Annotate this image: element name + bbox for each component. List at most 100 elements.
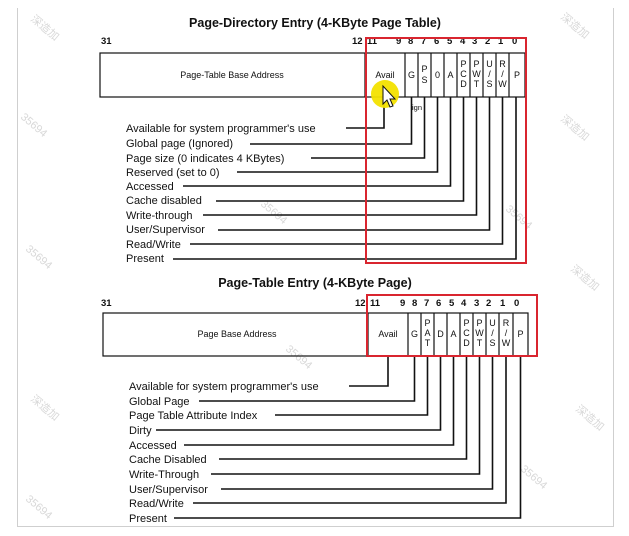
pte-label-user-supervisor: User/Supervisor xyxy=(129,484,208,496)
pte-avail: Avail xyxy=(378,329,397,339)
svg-text:5: 5 xyxy=(449,298,455,309)
svg-text:/: / xyxy=(491,328,494,338)
pde-label-cache-disabled: Cache disabled xyxy=(126,195,202,207)
svg-text:W: W xyxy=(472,69,481,79)
pde-bit-numbers: 31 12 11 9 8 7 6 5 4 3 2 1 0 xyxy=(101,36,517,47)
svg-text:深造加: 深造加 xyxy=(573,402,607,434)
mouse-cursor-icon xyxy=(371,80,399,108)
pde-g: G xyxy=(408,70,415,80)
svg-text:6: 6 xyxy=(434,36,439,47)
svg-text:9: 9 xyxy=(400,298,405,309)
svg-text:11: 11 xyxy=(367,36,378,47)
pte-label-dirty: Dirty xyxy=(129,425,152,437)
svg-text:S: S xyxy=(489,338,495,348)
pde-reserved: 0 xyxy=(435,70,440,80)
page-frame xyxy=(17,8,614,527)
svg-text:P: P xyxy=(463,318,469,328)
svg-text:深造加: 深造加 xyxy=(28,392,62,424)
svg-text:3: 3 xyxy=(472,36,477,47)
svg-text:35694: 35694 xyxy=(23,243,54,272)
pte-bit-12: 12 xyxy=(355,298,366,309)
svg-text:4: 4 xyxy=(460,36,466,47)
svg-text:0: 0 xyxy=(514,298,519,309)
pde-ign-label: ign xyxy=(412,103,422,112)
svg-text:W: W xyxy=(498,79,507,89)
svg-text:7: 7 xyxy=(421,36,426,47)
pde-field-descriptions: Available for system programmer's use Gl… xyxy=(126,123,316,265)
svg-text:/: / xyxy=(505,328,508,338)
svg-text:深造加: 深造加 xyxy=(558,112,592,144)
svg-text:深造加: 深造加 xyxy=(558,10,592,42)
pte-label-accessed: Accessed xyxy=(129,440,177,452)
svg-text:T: T xyxy=(477,338,483,348)
pde-highlight-box xyxy=(365,37,527,264)
svg-text:P: P xyxy=(460,59,466,69)
svg-text:35694: 35694 xyxy=(283,343,314,372)
pte-a: A xyxy=(450,329,456,339)
svg-text:深造加: 深造加 xyxy=(28,12,62,44)
pde-base-address: Page-Table Base Address xyxy=(180,70,284,80)
svg-text:P: P xyxy=(476,318,482,328)
pte-field-descriptions: Available for system programmer's use Gl… xyxy=(129,381,319,525)
svg-text:C: C xyxy=(460,69,467,79)
pte-fields: Page Base Address Avail G P A T D A P C … xyxy=(197,318,523,348)
svg-text:35694: 35694 xyxy=(18,111,49,140)
pte-label-read-write: Read/Write xyxy=(129,498,184,510)
pte-bit-numbers: 31 12 11 9 8 7 6 5 4 3 2 1 0 xyxy=(101,298,519,309)
pte-d: D xyxy=(437,329,444,339)
svg-text:W: W xyxy=(502,338,511,348)
svg-text:3: 3 xyxy=(474,298,479,309)
svg-text:35694: 35694 xyxy=(503,203,534,232)
pde-leader-lines xyxy=(173,97,517,260)
svg-text:深造加: 深造加 xyxy=(568,262,602,294)
pte-base-address: Page Base Address xyxy=(197,329,277,339)
pde-label-page-size: Page size (0 indicates 4 KBytes) xyxy=(126,153,284,165)
svg-text:2: 2 xyxy=(485,36,490,47)
pde-bit-31: 31 xyxy=(101,36,112,47)
pte-bit-31: 31 xyxy=(101,298,112,309)
svg-text:P: P xyxy=(424,318,430,328)
svg-text:2: 2 xyxy=(486,298,491,309)
svg-text:R: R xyxy=(503,318,510,328)
pte-leader-lines xyxy=(156,356,522,519)
svg-text:R: R xyxy=(499,59,506,69)
pde-label-read-write: Read/Write xyxy=(126,239,181,251)
pte-label-cache-disabled: Cache Disabled xyxy=(129,454,207,466)
svg-text:W: W xyxy=(475,328,484,338)
pde-label-user-supervisor: User/Supervisor xyxy=(126,224,205,236)
svg-text:C: C xyxy=(463,328,470,338)
svg-text:/: / xyxy=(488,69,491,79)
svg-text:8: 8 xyxy=(408,36,413,47)
svg-text:U: U xyxy=(489,318,496,328)
svg-text:4: 4 xyxy=(461,298,467,309)
pde-avail: Avail xyxy=(375,70,394,80)
svg-text:/: / xyxy=(501,69,504,79)
svg-text:S: S xyxy=(421,75,427,85)
svg-text:9: 9 xyxy=(396,36,401,47)
svg-text:0: 0 xyxy=(512,36,517,47)
pte-label-global: Global Page xyxy=(129,396,190,408)
svg-text:S: S xyxy=(486,79,492,89)
pte-label-pat: Page Table Attribute Index xyxy=(129,410,258,422)
pte-highlight-box xyxy=(366,294,538,357)
pde-label-global: Global page (Ignored) xyxy=(126,138,233,150)
pde-label-avail: Available for system programmer's use xyxy=(126,123,316,135)
pte-label-write-through: Write-Through xyxy=(129,469,199,481)
pte-p: P xyxy=(517,329,523,339)
svg-text:8: 8 xyxy=(412,298,417,309)
pde-label-present: Present xyxy=(126,253,164,265)
pte-label-present: Present xyxy=(129,513,167,525)
svg-text:35694: 35694 xyxy=(23,493,54,522)
svg-text:T: T xyxy=(474,79,480,89)
svg-text:11: 11 xyxy=(370,298,381,309)
svg-text:T: T xyxy=(425,338,431,348)
pte-label-avail: Available for system programmer's use xyxy=(129,381,319,393)
svg-text:6: 6 xyxy=(436,298,441,309)
pte-g: G xyxy=(411,329,418,339)
svg-text:P: P xyxy=(473,59,479,69)
pde-a: A xyxy=(447,70,453,80)
pde-p: P xyxy=(514,70,520,80)
svg-text:35694: 35694 xyxy=(518,463,549,492)
pde-label-accessed: Accessed xyxy=(126,181,174,193)
